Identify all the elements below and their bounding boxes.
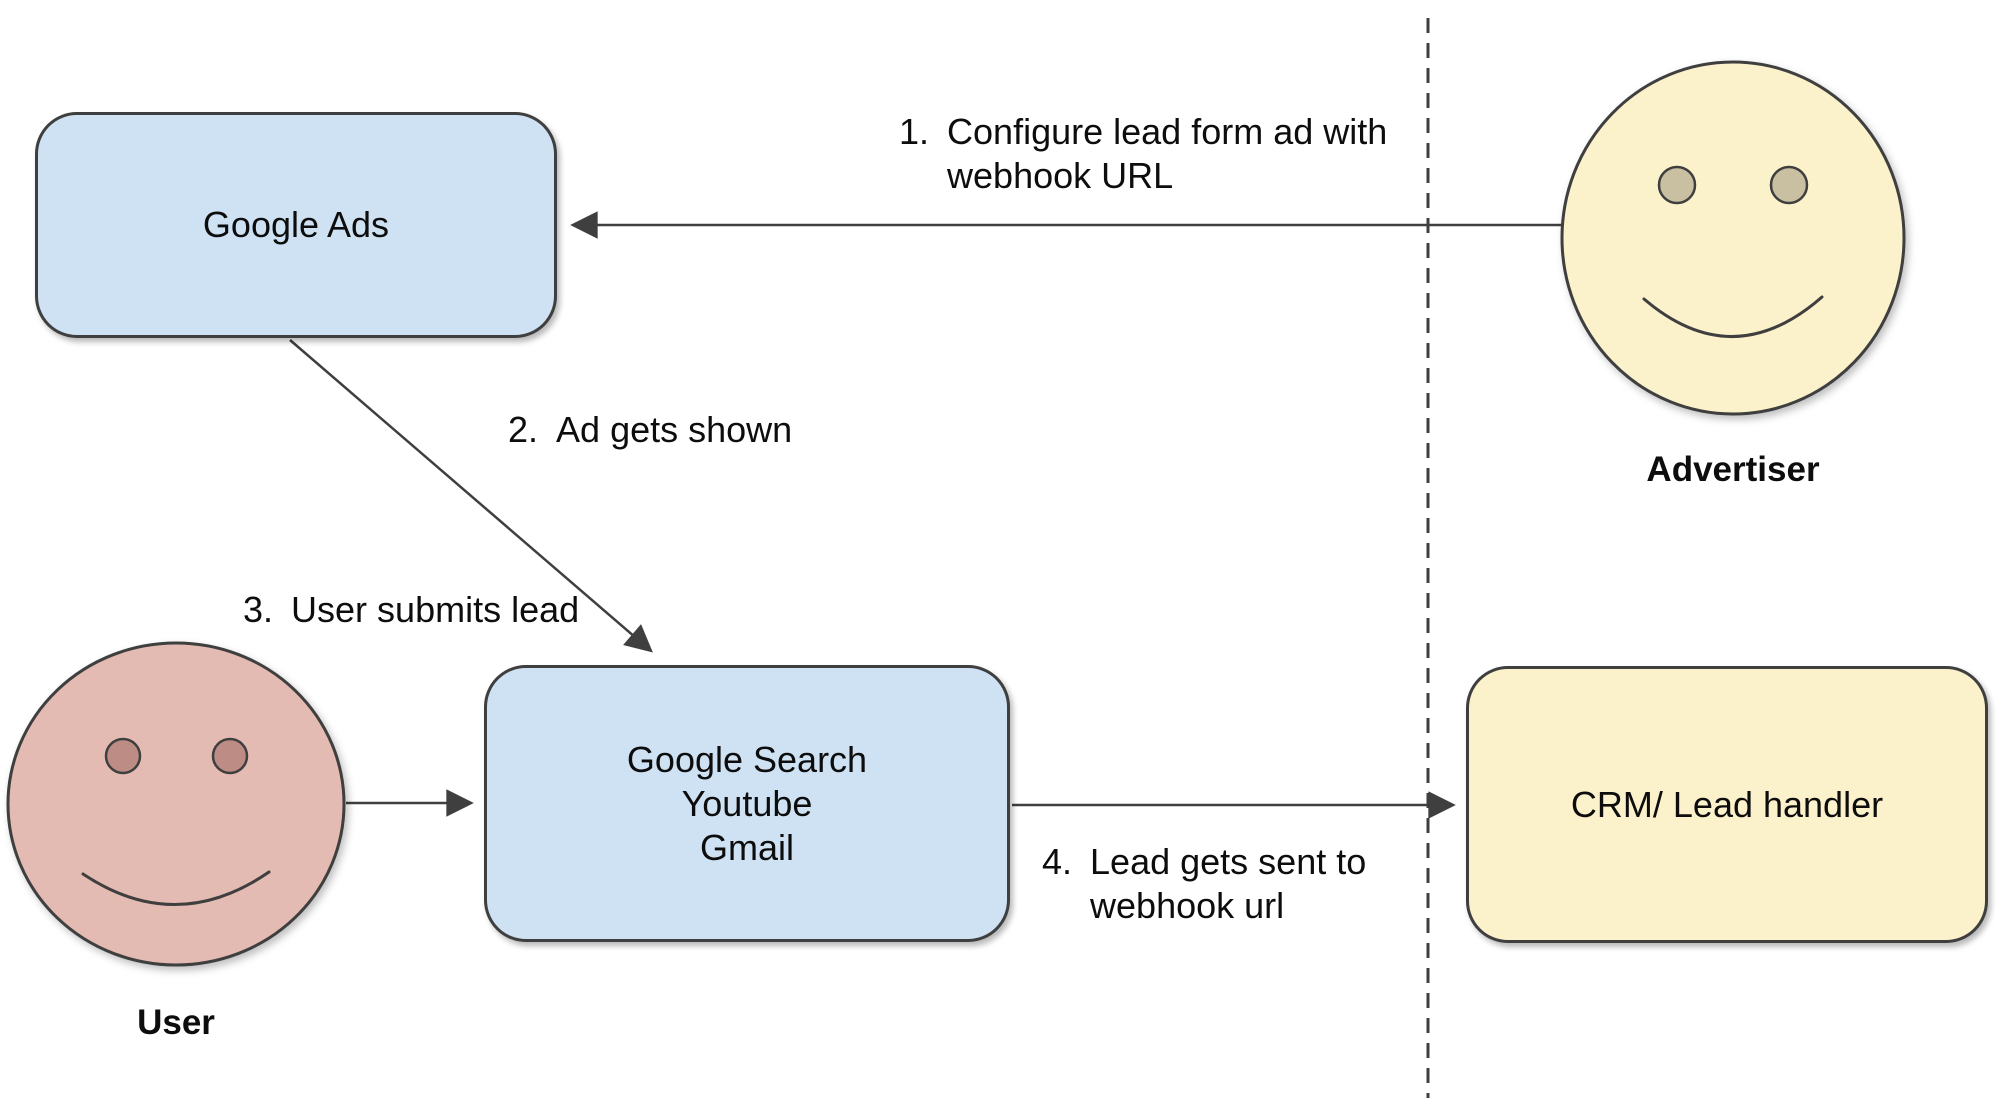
step-1-text: Configure lead form ad with [947,111,1388,152]
advertiser-right-eye [1769,165,1809,205]
step-4-text: Lead gets sent to [1090,841,1367,882]
google-surfaces-line: Google Search [626,738,868,780]
advertiser-smile [1642,295,1824,338]
crm-label: CRM/ Lead handler [1570,783,1884,825]
step-3-label: 3. User submits lead [243,588,579,632]
advertiser-label: Advertiser [1646,450,1820,489]
step-1-label: 1. Configure lead form ad with webhook U… [899,110,1387,198]
user-left-eye [104,737,142,775]
step-2-text: Ad gets shown [556,409,793,450]
step-4-label: 4. Lead gets sent to webhook url [1042,840,1366,928]
advertiser-head [1560,60,1906,416]
google-ads-label: Google Ads [202,204,390,245]
step-1-number: 1. [899,111,930,152]
user-right-eye [211,737,249,775]
user-face-icon [6,641,346,967]
node-google-surfaces: Google Search Youtube Gmail [484,665,1010,942]
advertiser-left-eye [1657,165,1697,205]
google-surfaces-line: Gmail [699,826,794,868]
user-head [6,641,346,967]
step-4-number: 4. [1042,841,1073,882]
step-2-number: 2. [508,409,539,450]
step-3-number: 3. [243,589,274,630]
node-google-ads: Google Ads [35,112,557,338]
step-1-text: webhook URL [947,155,1174,196]
user-label: User [137,1003,215,1042]
google-surfaces-line: Youtube [681,782,813,824]
step-2-label: 2. Ad gets shown [508,408,792,452]
step-4-text: webhook url [1090,885,1285,926]
advertiser-face-icon [1560,60,1906,416]
step-3-text: User submits lead [291,589,580,630]
user-smile [81,870,271,906]
node-crm-lead-handler: CRM/ Lead handler [1466,666,1988,943]
